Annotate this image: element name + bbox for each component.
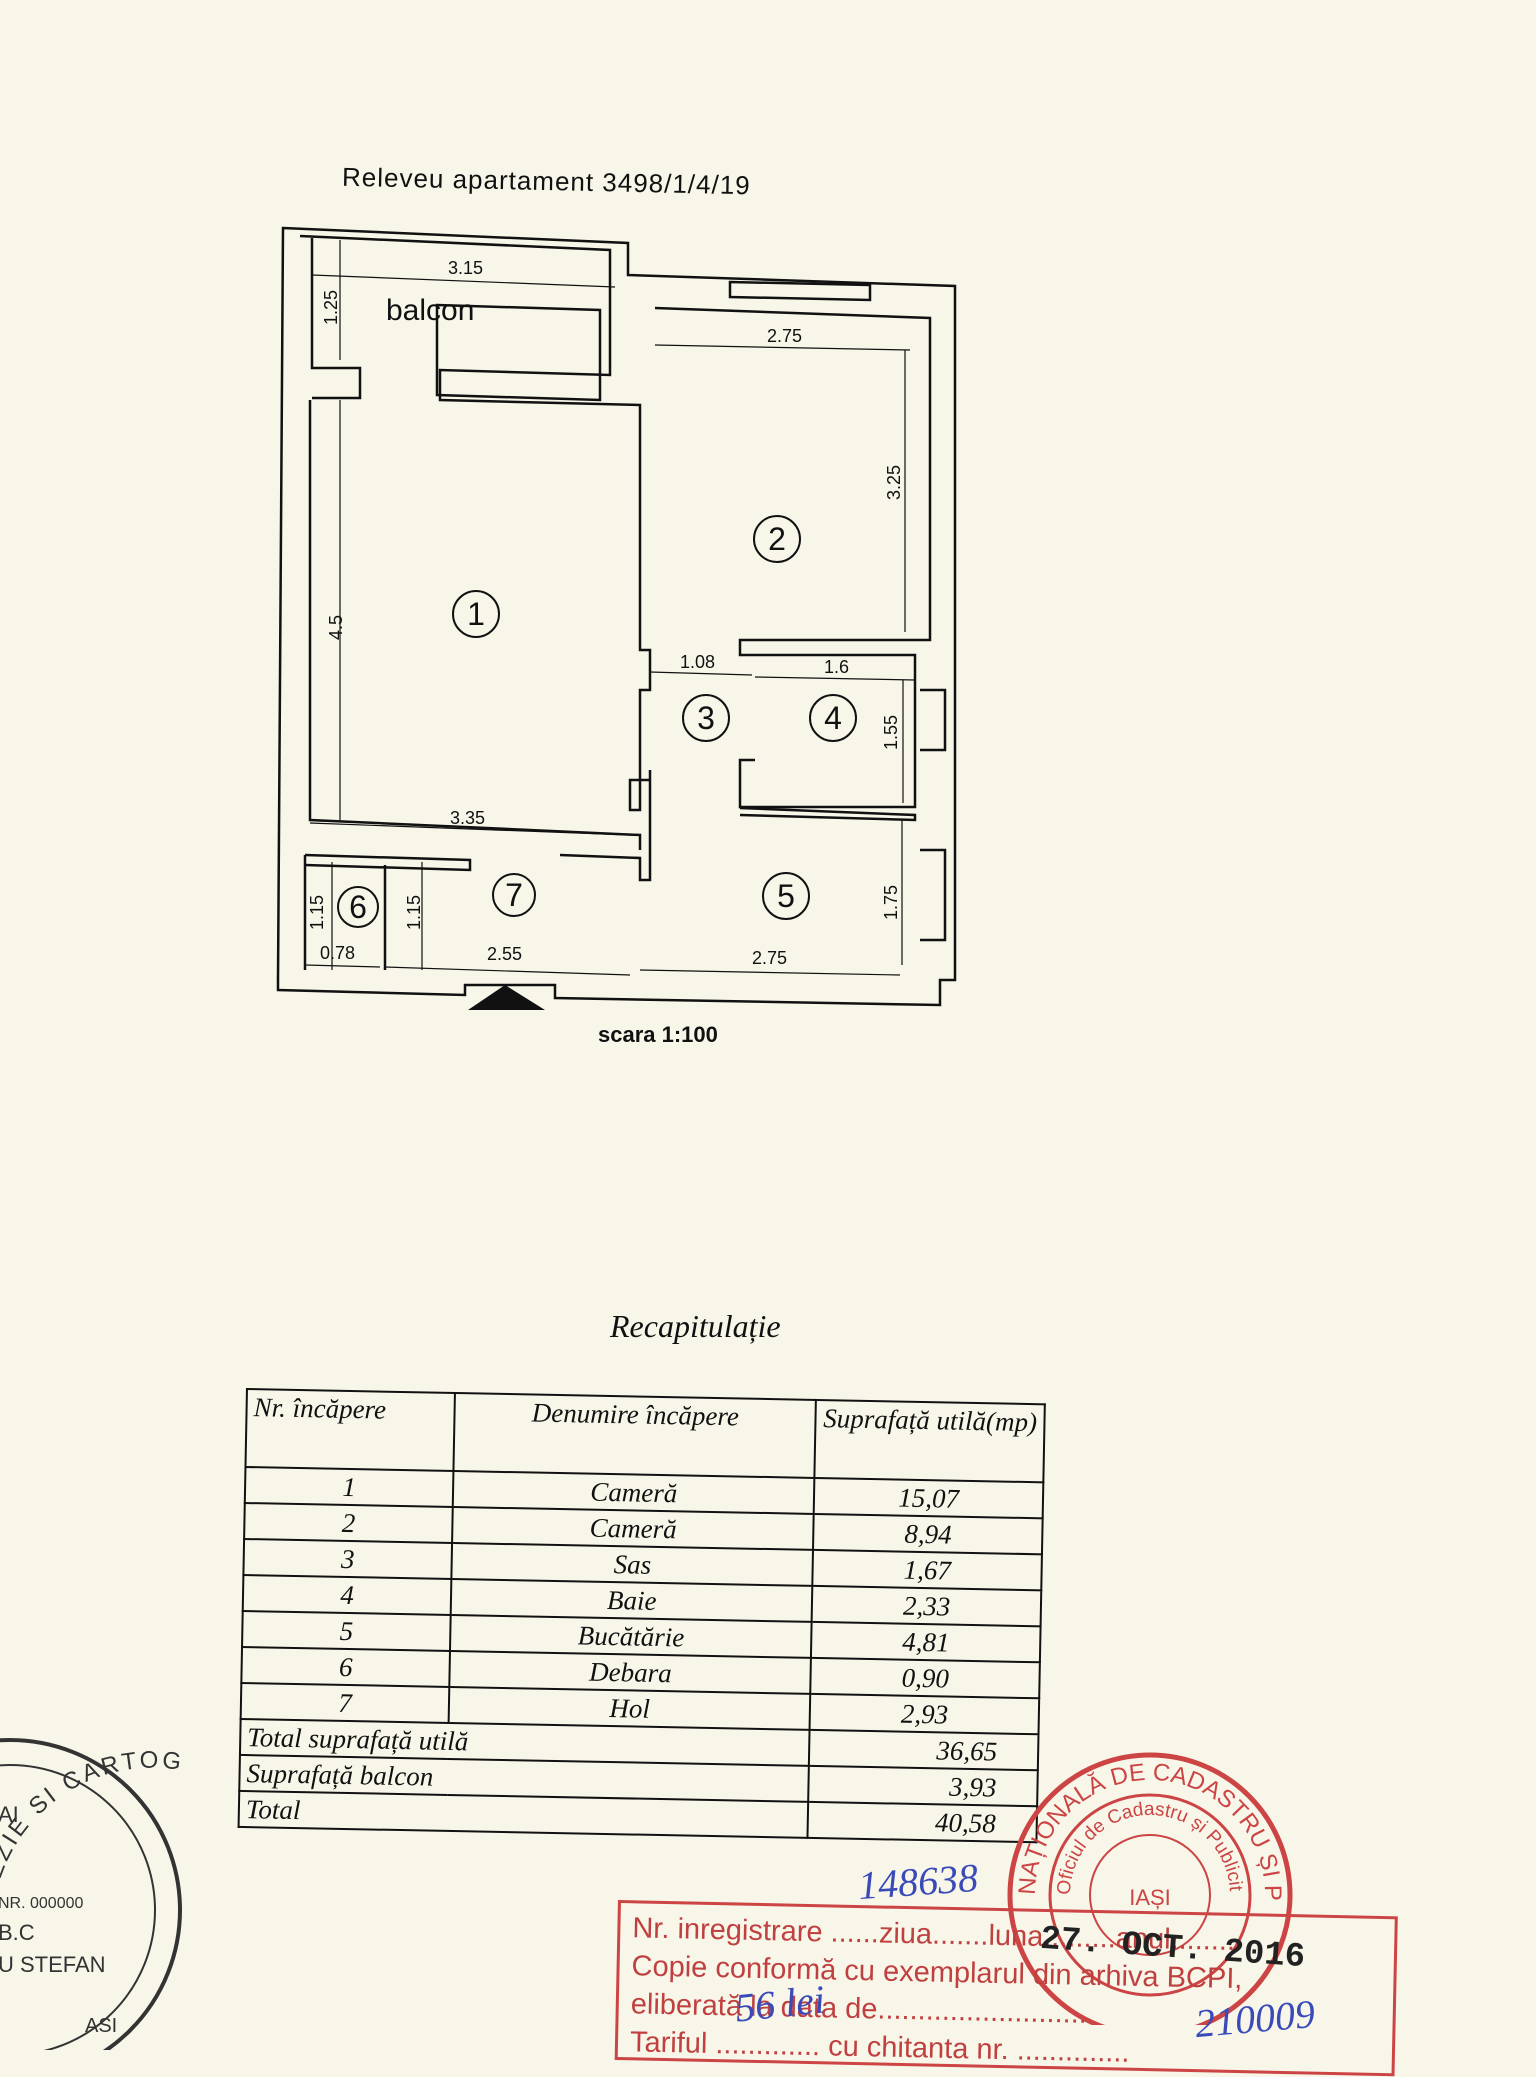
recap-title: Recapitulație [610,1308,781,1344]
floor-plan: 3.15 1.25 2.75 3.25 4.5 3.35 1.08 1.6 1.… [276,226,957,1010]
row-nr: 6 [241,1646,451,1687]
balcony-door [435,303,602,402]
cartography-stamp: EZIE SI CARTOGRAFIE AI NR. 000000 B.C U … [0,1710,186,2050]
wall-hall [559,770,652,882]
row-nr: 2 [244,1502,453,1543]
row-nr: 4 [242,1574,452,1615]
room-marker-6 [337,886,379,928]
left-stamp-line: NR. 000000 [0,1895,83,1912]
header-nr: Nr. încăpere [245,1389,456,1472]
balcon-label: balcon [386,294,474,327]
row-nr: 5 [242,1610,451,1651]
dim-room7-width: 2.55 [487,944,522,964]
room-number-6: 6 [349,889,367,925]
room-number-2: 2 [768,521,786,557]
window-top [728,280,872,302]
room-marker-1 [452,590,500,638]
row-area: 0,90 [810,1657,1040,1699]
row-nr: 3 [243,1538,453,1579]
dim-room7-depth: 1.15 [404,895,424,930]
svg-text:EZIE SI CARTOGRAFIE: EZIE SI CARTOGRAFIE [0,1710,186,1882]
left-stamp-arc-text: EZIE SI CARTOGRAFIE [0,1710,183,1882]
dim-room6-depth: 1.15 [307,895,327,930]
dim-room4-depth: 1.55 [881,715,901,750]
dim-room5-width: 2.75 [752,948,787,968]
registration-stamp: Nr. inregistrare ......ziua.......luna..… [614,1900,1398,2077]
dim-room5-depth: 1.75 [881,885,901,920]
room1-wall [308,400,642,850]
dim-room1-width: 3.35 [450,808,485,828]
row-area: 2,33 [812,1585,1042,1627]
room-number-1: 1 [467,596,485,632]
dim-room6-width: 0.78 [320,943,355,963]
header-name: Denumire încăpere [453,1393,817,1478]
room-marker-2 [753,515,801,563]
header-area: Suprafață utilă(mp) [814,1399,1045,1483]
left-stamp-line: ASI [85,2015,117,2037]
recap-table: Nr. încăpere Denumire încăpere Suprafață… [238,1388,1046,1843]
dim-balcon-width: 3.15 [448,258,483,278]
room-number-3: 3 [697,700,715,736]
plan-scale: scara 1:100 [598,1022,718,1047]
dim-room2-depth: 3.25 [884,465,904,500]
entrance-arrow-icon [468,985,545,1010]
dim-balcon-depth: 1.25 [321,290,341,325]
row-nr: 1 [244,1467,454,1507]
left-stamp-line: B.C [0,1920,35,1945]
window-kitchen [920,848,947,942]
room-number-7: 7 [505,877,523,913]
inner-wall-left [299,234,652,812]
wall-kitchen [739,806,917,822]
row-area: 15,07 [814,1477,1044,1519]
room-marker-7 [492,873,536,917]
dim-room2-width: 2.75 [767,326,802,346]
room-marker-5 [762,872,810,920]
room-number-4: 4 [824,700,842,736]
room2-room4-wall [654,306,932,809]
room-number-5: 5 [777,878,795,914]
room-marker-3 [682,694,730,742]
stamp-city: IAȘI [1129,1885,1171,1910]
row-nr: 7 [240,1682,450,1723]
left-stamp-line: AI [0,1802,19,1827]
dim-room4-width: 1.6 [824,657,849,677]
handwritten-registration-number: 148638 [856,1854,980,1909]
window-bath [920,688,947,752]
dim-room3-width: 1.08 [680,652,715,672]
handwritten-fee: 56 lei [732,1976,828,2031]
row-area: 4,81 [811,1621,1041,1663]
row-area: 8,94 [813,1513,1043,1555]
row-area: 1,67 [812,1549,1042,1591]
cadastre-stamp: NAȚIONALĂ DE CADASTRU ȘI PUBLICITATE Ofi… [995,1725,1293,2025]
wall-room6 [304,853,472,872]
dim-room1-depth: 4.5 [326,615,346,640]
room-marker-4 [809,694,857,742]
left-stamp-line: U STEFAN [0,1952,106,1977]
outer-wall [276,226,957,1007]
balcony-wall [310,238,362,400]
